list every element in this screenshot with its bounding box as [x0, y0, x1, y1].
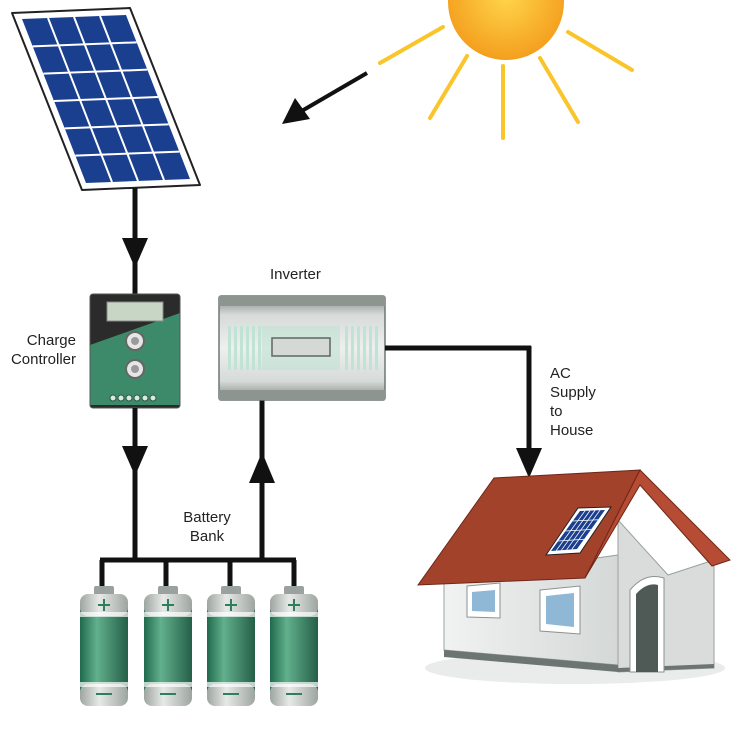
sun-rays [378, 25, 634, 140]
solar-panel-grid [32, 15, 180, 183]
inverter-fins-right [345, 326, 378, 370]
roof-solar-panel [545, 506, 612, 556]
battery-bank [80, 586, 318, 706]
sun-core [448, 0, 564, 60]
inverter-fins-left [228, 326, 261, 370]
sunlight-arrow [282, 71, 369, 124]
label-charge-line-2: Controller [10, 351, 76, 368]
controller-leds [109, 394, 157, 402]
battery-icon [80, 586, 128, 706]
battery-icon [270, 586, 318, 706]
label-battery-bank: Battery Bank [178, 508, 236, 546]
house-icon [417, 469, 731, 684]
wire-panel-to-controller [122, 188, 148, 294]
battery-icon [144, 586, 192, 706]
label-ac-line-2: Supply [550, 384, 596, 401]
label-ac-line-4: House [550, 422, 594, 439]
house-window-right [539, 585, 581, 635]
wire-batteries-to-inverter [249, 400, 275, 560]
battery-bus [99, 557, 297, 592]
controller-display [106, 301, 164, 322]
solar-panel-icon [11, 7, 201, 191]
wire-inverter-to-house [385, 345, 542, 478]
inverter-display [271, 337, 331, 357]
inverter-icon [218, 295, 386, 401]
label-ac-line-3: to [550, 403, 563, 420]
label-charge-line-1: Charge [26, 332, 76, 349]
charge-controller-icon [89, 293, 181, 409]
battery-icon [207, 586, 255, 706]
label-inverter: Inverter [270, 266, 321, 283]
label-ac-supply: AC Supply to House [550, 364, 596, 440]
wire-controller-to-batteries [122, 408, 148, 560]
house-window-left [466, 582, 501, 619]
label-battery-line-1: Battery [183, 509, 231, 526]
label-ac-line-1: AC [550, 365, 571, 382]
label-battery-line-2: Bank [189, 528, 225, 545]
house-door [629, 576, 665, 673]
label-charge-controller: Charge Controller [2, 331, 76, 369]
sun-icon [378, 0, 634, 140]
